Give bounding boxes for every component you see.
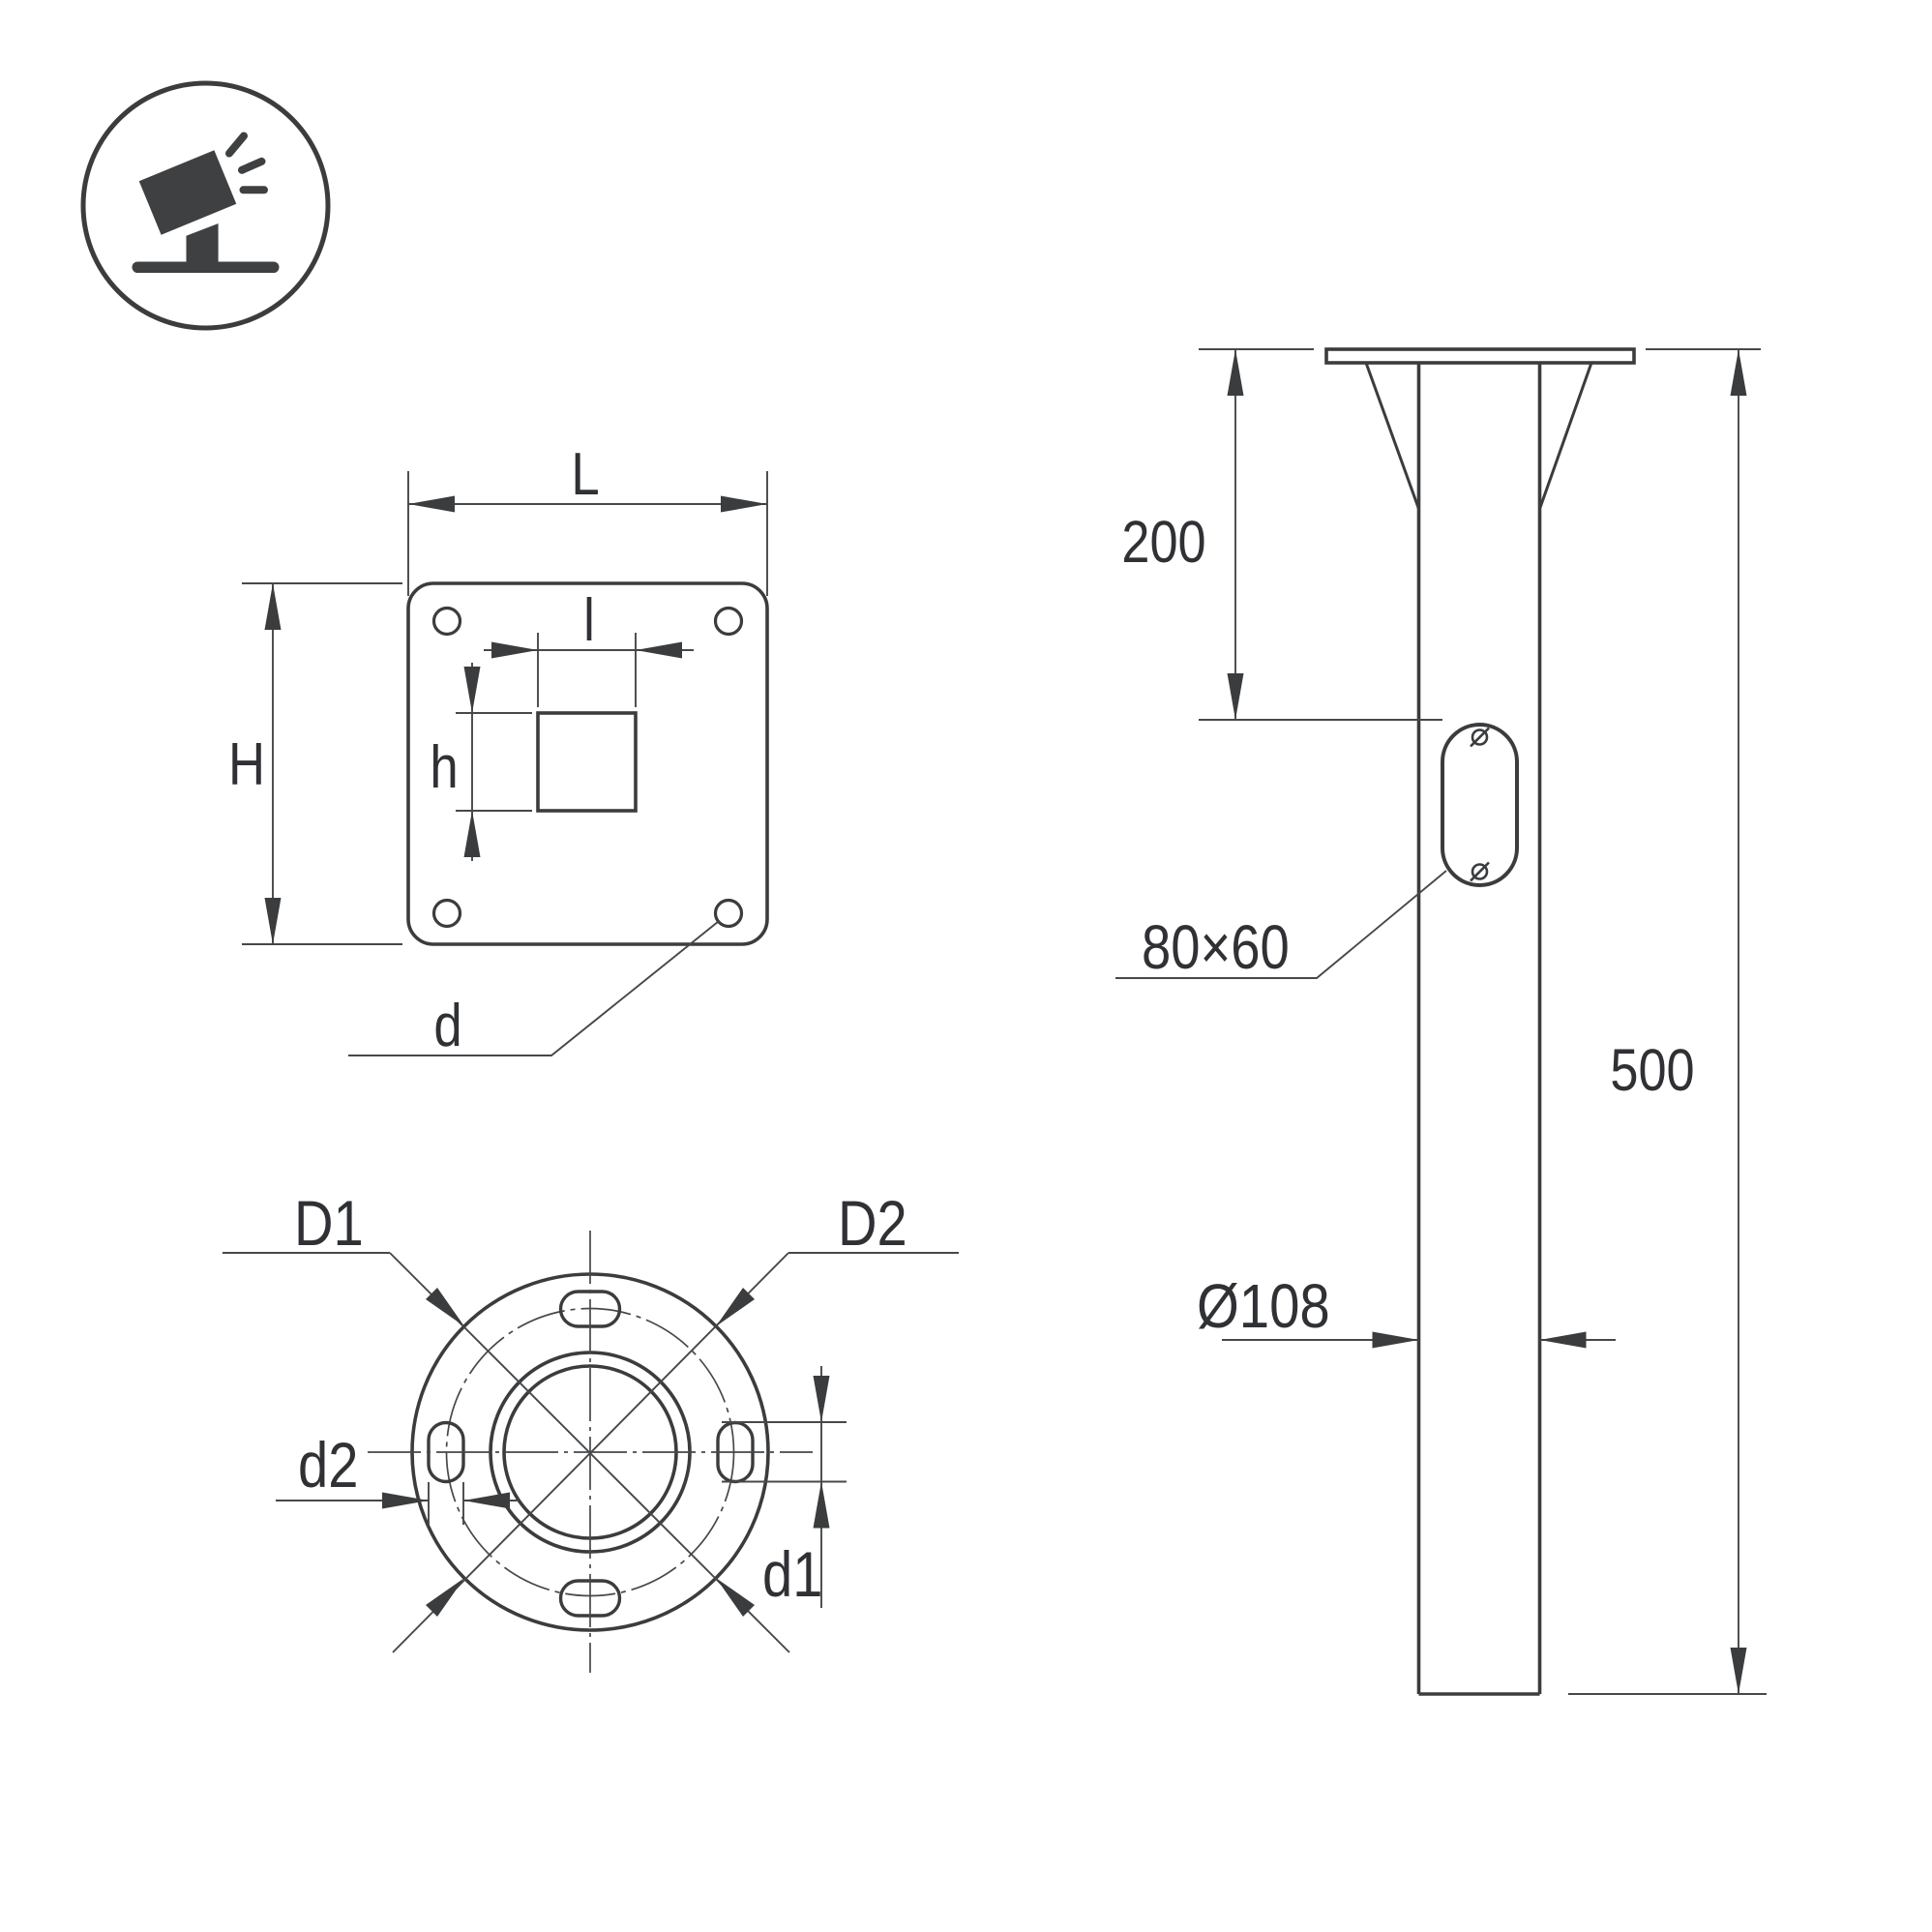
- svg-text:h: h: [430, 734, 458, 801]
- svg-text:200: 200: [1121, 509, 1205, 576]
- svg-text:d1: d1: [762, 1539, 822, 1610]
- svg-text:H: H: [228, 731, 265, 798]
- svg-text:D1: D1: [294, 1188, 364, 1259]
- svg-text:Ø108: Ø108: [1197, 1271, 1330, 1341]
- svg-text:d2: d2: [298, 1430, 358, 1501]
- svg-text:D2: D2: [838, 1188, 907, 1259]
- svg-text:80×60: 80×60: [1142, 912, 1290, 982]
- svg-text:l: l: [583, 587, 595, 654]
- svg-text:d: d: [433, 993, 461, 1059]
- svg-text:L: L: [571, 441, 599, 508]
- svg-text:500: 500: [1610, 1037, 1694, 1104]
